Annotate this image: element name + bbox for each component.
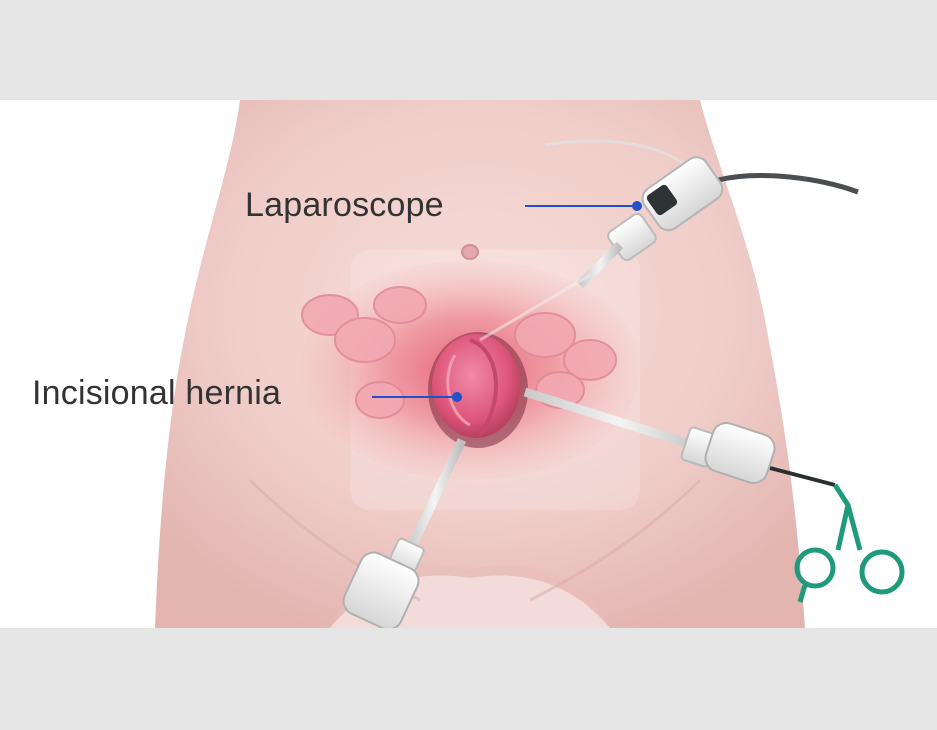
laparoscope-icon — [479, 139, 859, 342]
illustration-panel: Laparoscope Incisional hernia — [0, 100, 937, 628]
abdomen-illustration — [155, 100, 905, 628]
intestine-loops — [301, 286, 617, 419]
hernia-sac — [428, 332, 528, 448]
trocar-icon — [523, 387, 836, 487]
pointer-hernia — [372, 392, 462, 402]
laparoscope-label: Laparoscope — [245, 186, 444, 224]
navel — [461, 244, 479, 260]
incisional-hernia-label: Incisional hernia — [32, 374, 282, 412]
grasper-icon — [794, 483, 905, 603]
pointer-laparoscope — [525, 201, 642, 211]
lower-trocar — [342, 438, 467, 628]
